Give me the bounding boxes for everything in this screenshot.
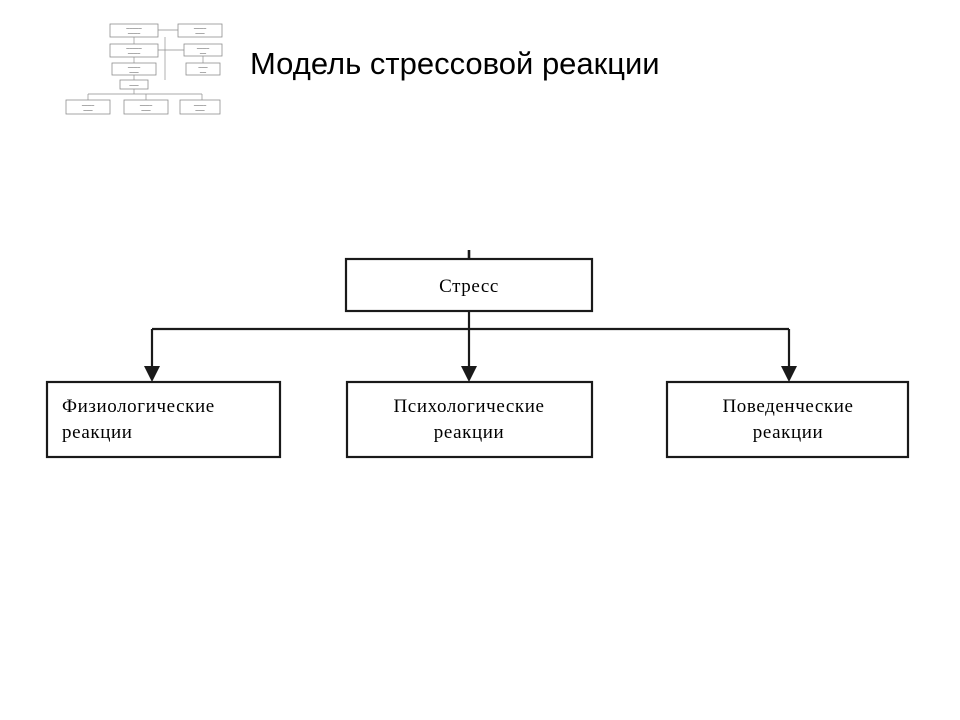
- thumbnail-box: [179, 99, 221, 115]
- node-behavioral-box[interactable]: [665, 380, 910, 459]
- arrow-head-left-icon: [144, 366, 160, 382]
- node-physiological-label-line1: Физиологические: [62, 396, 215, 417]
- thumbnail-box-label: ▬▬▬▬: [197, 46, 210, 50]
- thumbnail-box-label: ▬▬▬: [129, 70, 139, 74]
- thumbnail-box-label: ▬▬▬▬: [82, 103, 95, 107]
- thumbnail-box-label: ▬▬▬: [83, 108, 93, 112]
- thumbnail-box-label: ▬▬▬: [141, 108, 151, 112]
- thumbnail-box-label: ▬▬▬▬: [128, 51, 141, 55]
- node-psychological-box[interactable]: [345, 380, 594, 459]
- node-behavioral-label-line1: Поведенческие: [722, 396, 853, 417]
- thumbnail-box-label: ▬▬▬▬▬: [126, 46, 142, 50]
- arrow-head-right-icon: [781, 366, 797, 382]
- thumbnail-box-label: ▬▬▬▬: [140, 103, 153, 107]
- thumbnail-box-label: ▬▬▬▬: [194, 103, 207, 107]
- thumbnail-box-label: ▬▬▬▬: [128, 65, 141, 69]
- thumbnail-box-label: ▬▬▬: [198, 65, 208, 69]
- thumbnail-diagram-preview: ▬▬▬▬▬ ▬▬▬▬ ▬▬▬▬ ▬▬▬ ▬▬▬▬▬ ▬▬▬▬ ▬▬▬▬ ▬▬ ▬…: [62, 8, 230, 120]
- node-stress-label: Стресс: [439, 276, 499, 297]
- thumbnail-box-label: ▬▬▬▬: [194, 26, 207, 30]
- node-physiological-box[interactable]: [45, 380, 282, 459]
- node-physiological-label-line2: реакции: [62, 422, 133, 443]
- thumbnail-box-label: ▬▬: [200, 51, 207, 55]
- thumbnail-box-label: ▬▬▬: [129, 83, 139, 87]
- node-behavioral-label-line2: реакции: [753, 422, 824, 443]
- thumbnail-box-label: ▬▬▬▬▬: [126, 26, 142, 30]
- node-stress-box[interactable]: [344, 257, 594, 313]
- thumbnail-box-label: ▬▬▬: [195, 31, 205, 35]
- thumbnail-box-label: ▬▬▬▬: [128, 31, 141, 35]
- node-psychological-label-line1: Психологические: [393, 396, 544, 417]
- thumbnail-box-label: ▬▬▬: [195, 108, 205, 112]
- thumbnail-box-label: ▬▬: [200, 70, 207, 74]
- page-title: Модель стрессовой реакции: [250, 46, 660, 81]
- thumbnail-box: [177, 23, 223, 38]
- node-psychological-label-line2: реакции: [434, 422, 505, 443]
- arrow-head-center-icon: [461, 366, 477, 382]
